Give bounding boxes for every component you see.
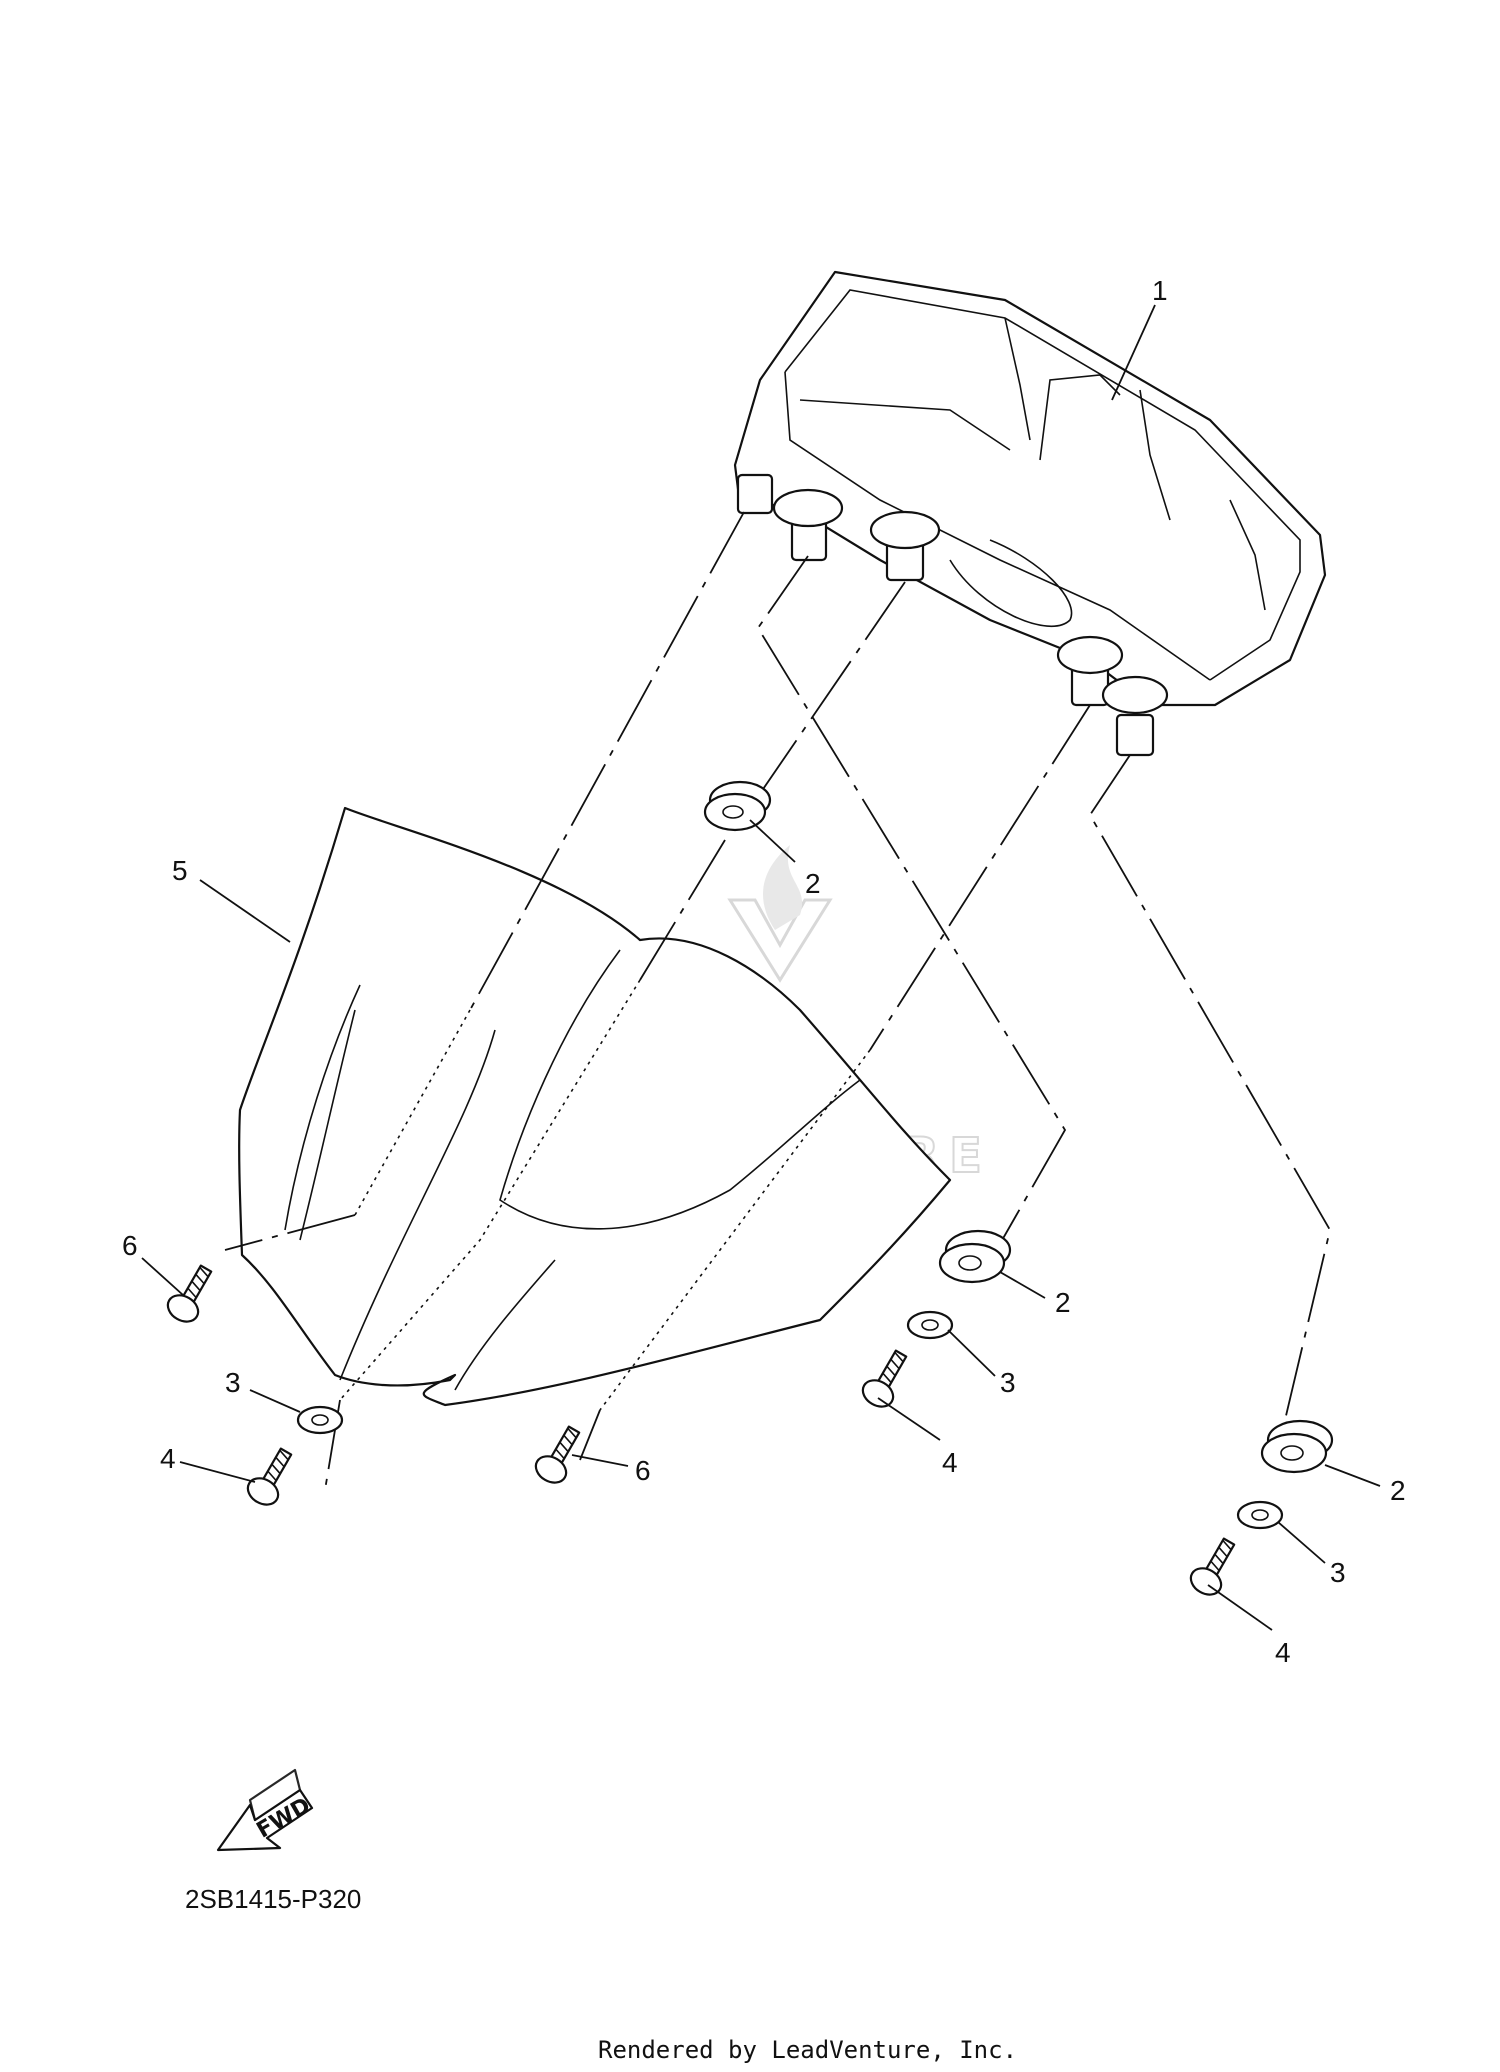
screw-mid: [861, 1349, 908, 1408]
collars: [296, 1310, 1284, 1530]
callout-2-top: 2: [805, 868, 821, 899]
bolt-left: [166, 1264, 213, 1323]
callout-2-right: 2: [1390, 1475, 1406, 1506]
diagram-code: 2SB1415-P320: [185, 1884, 361, 1914]
grommet-top: [703, 780, 772, 832]
bolt-center: [534, 1425, 581, 1484]
fwd-arrow-icon: FWD: [216, 1768, 315, 1852]
callout-3-right: 3: [1330, 1557, 1346, 1588]
callout-4-left: 4: [160, 1443, 176, 1474]
callout-3-left: 3: [225, 1367, 241, 1398]
render-credit: Rendered by LeadVenture, Inc.: [598, 2036, 1017, 2064]
callout-2-mid: 2: [1055, 1287, 1071, 1318]
callout-6-left: 6: [122, 1230, 138, 1261]
callout-3-mid: 3: [1000, 1367, 1016, 1398]
callout-labels: 1 2 2 2 3 3 3 4 4 4 5 6 6: [122, 275, 1406, 1668]
callout-4-mid: 4: [942, 1447, 958, 1478]
screw-left: [246, 1447, 293, 1506]
grommet-right: [1260, 1419, 1334, 1474]
callout-6-center: 6: [635, 1455, 651, 1486]
meter-assembly: [733, 270, 1327, 757]
visor: [238, 806, 952, 1407]
alignment-lines: [224, 511, 1331, 1491]
grommets: [703, 780, 1334, 1474]
callout-4-right: 4: [1275, 1637, 1291, 1668]
grommet-mid: [938, 1229, 1012, 1284]
callout-1: 1: [1152, 275, 1168, 306]
fasteners: [166, 1264, 1236, 1596]
callout-5: 5: [172, 855, 188, 886]
leader-lines: [141, 304, 1381, 1631]
